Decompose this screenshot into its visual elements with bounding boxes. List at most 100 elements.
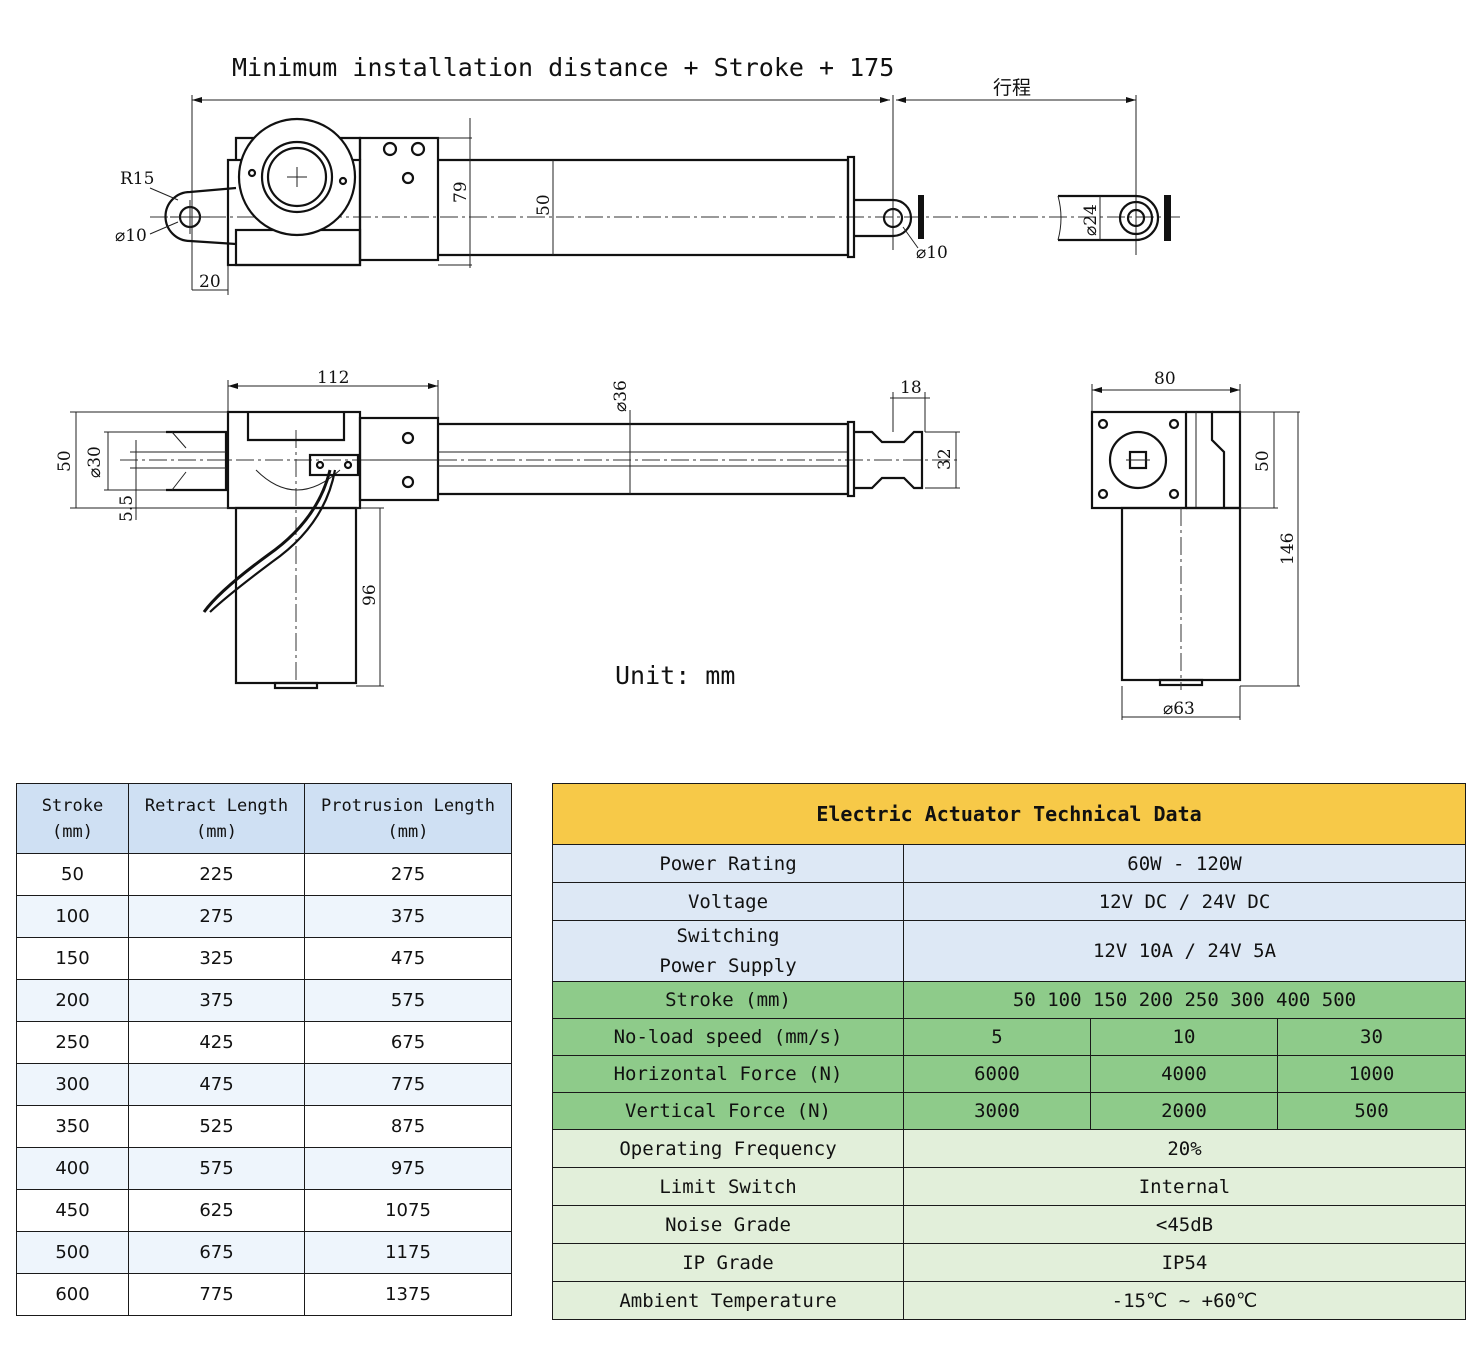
cell-retract: 525 (128, 1105, 305, 1148)
cell-retract: 625 (128, 1189, 305, 1232)
cell-retract: 325 (128, 937, 305, 980)
cell-protrusion: 875 (304, 1105, 512, 1148)
spec-row-operating-frequency: Operating Frequency 20% (552, 1129, 1466, 1168)
header-retract-length: Retract Length (mm) (128, 783, 305, 854)
spec-value: -15℃ ~ +60℃ (903, 1281, 1466, 1320)
dim-5-5: 5.5 (117, 495, 137, 522)
spec-row-horizontal-force: Horizontal Force (N) 6000 4000 1000 (552, 1055, 1466, 1093)
cell-retract: 375 (128, 979, 305, 1022)
dim-112: 112 (317, 368, 349, 388)
spec-row-ip-grade: IP Grade IP54 (552, 1243, 1466, 1282)
spec-row-vertical-force: Vertical Force (N) 3000 2000 500 (552, 1092, 1466, 1130)
spec-label: Stroke (mm) (552, 981, 904, 1019)
cell-retract: 775 (128, 1273, 305, 1316)
dim-50-side: 50 (55, 450, 75, 472)
spec-row-ambient-temperature: Ambient Temperature -15℃ ~ +60℃ (552, 1281, 1466, 1320)
stroke-length-table: Stroke (mm) Retract Length (mm) Protrusi… (16, 783, 512, 1316)
cell-retract: 275 (128, 895, 305, 938)
cell-stroke: 200 (16, 979, 129, 1022)
header-stroke: Stroke (mm) (16, 783, 129, 854)
cell-retract: 225 (128, 853, 305, 896)
cell-retract: 575 (128, 1147, 305, 1190)
spec-label: Voltage (552, 882, 904, 921)
cell-protrusion: 1075 (304, 1189, 512, 1232)
cell-stroke: 600 (16, 1273, 129, 1316)
dim-d63: ⌀63 (1163, 699, 1195, 719)
technical-data-table: Electric Actuator Technical Data Power R… (552, 783, 1466, 1320)
spec-value: 60W - 120W (903, 844, 1466, 883)
cell-stroke: 300 (16, 1063, 129, 1106)
spec-row-noise-grade: Noise Grade <45dB (552, 1205, 1466, 1244)
side-view: 112 ⌀36 18 3 (55, 368, 960, 690)
spec-row-stroke: Stroke (mm) 50 100 150 200 250 300 400 5… (552, 981, 1466, 1019)
top-view: Minimum installation distance + Stroke +… (115, 53, 1180, 295)
cell-stroke: 350 (16, 1105, 129, 1148)
spec-label: Vertical Force (N) (552, 1092, 904, 1130)
header-protrusion-length: Protrusion Length (mm) (304, 783, 512, 854)
cell-protrusion: 475 (304, 937, 512, 980)
spec-value: <45dB (903, 1205, 1466, 1244)
top-caption: Minimum installation distance + Stroke +… (232, 53, 894, 82)
cell-stroke: 150 (16, 937, 129, 980)
spec-row-switching-power-supply: Switching Power Supply 12V 10A / 24V 5A (552, 920, 1466, 982)
dim-50-end: 50 (1253, 450, 1273, 472)
spec-value: 3000 (903, 1092, 1091, 1130)
dim-20: 20 (199, 272, 221, 292)
end-view: 80 50 146 ⌀63 (1090, 369, 1300, 720)
spec-label: Ambient Temperature (552, 1281, 904, 1320)
stroke-table-header: Stroke (mm) Retract Length (mm) Protrusi… (16, 783, 512, 854)
spec-value: 12V DC / 24V DC (903, 882, 1466, 921)
spec-value: 10 (1090, 1018, 1278, 1056)
spec-row-no-load-speed: No-load speed (mm/s) 5 10 30 (552, 1018, 1466, 1056)
cell-stroke: 50 (16, 853, 129, 896)
spec-value: 5 (903, 1018, 1091, 1056)
dim-d10-left: ⌀10 (115, 226, 147, 246)
spec-value: 12V 10A / 24V 5A (903, 920, 1466, 982)
spec-value: 20% (903, 1129, 1466, 1168)
dim-50-body: 50 (534, 194, 554, 216)
dim-18: 18 (900, 378, 922, 398)
cell-protrusion: 775 (304, 1063, 512, 1106)
cell-protrusion: 575 (304, 979, 512, 1022)
cell-retract: 425 (128, 1021, 305, 1064)
cell-protrusion: 1175 (304, 1231, 512, 1274)
dim-96: 96 (360, 584, 380, 606)
cell-retract: 675 (128, 1231, 305, 1274)
spec-value: 1000 (1277, 1055, 1466, 1093)
spec-value: 4000 (1090, 1055, 1278, 1093)
spec-value: 500 (1277, 1092, 1466, 1130)
cell-stroke: 450 (16, 1189, 129, 1232)
spec-value: 6000 (903, 1055, 1091, 1093)
spec-value: IP54 (903, 1243, 1466, 1282)
unit-label: Unit: mm (615, 661, 735, 690)
spec-row-limit-switch: Limit Switch Internal (552, 1167, 1466, 1206)
spec-value: Internal (903, 1167, 1466, 1206)
cell-retract: 475 (128, 1063, 305, 1106)
stroke-cn-label: 行程 (993, 77, 1031, 99)
spec-label: Operating Frequency (552, 1129, 904, 1168)
dim-r15: R15 (120, 169, 154, 189)
spec-label: IP Grade (552, 1243, 904, 1282)
dim-d36: ⌀36 (611, 380, 631, 412)
cell-protrusion: 1375 (304, 1273, 512, 1316)
cell-protrusion: 375 (304, 895, 512, 938)
dim-80: 80 (1154, 369, 1176, 389)
dim-d24: ⌀24 (1081, 204, 1101, 236)
spec-row-voltage: Voltage 12V DC / 24V DC (552, 882, 1466, 921)
cell-protrusion: 275 (304, 853, 512, 896)
spec-label: No-load speed (mm/s) (552, 1018, 904, 1056)
spec-value: 50 100 150 200 250 300 400 500 (903, 981, 1466, 1019)
cell-stroke: 500 (16, 1231, 129, 1274)
dim-79: 79 (451, 181, 471, 203)
dim-d30: ⌀30 (85, 446, 105, 478)
